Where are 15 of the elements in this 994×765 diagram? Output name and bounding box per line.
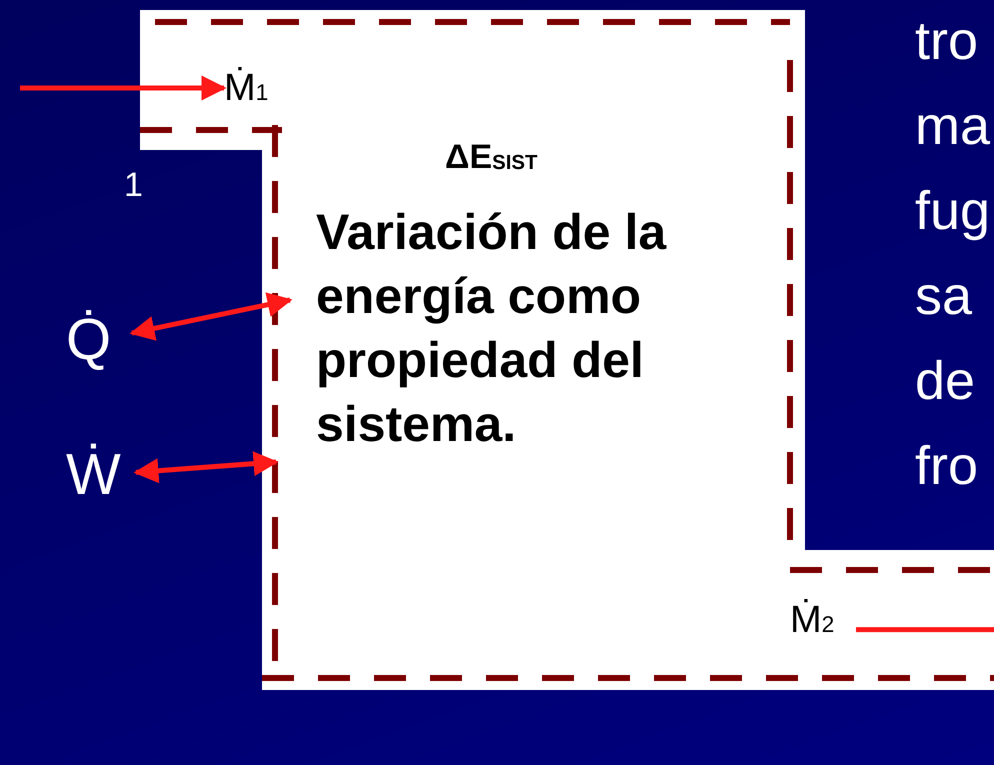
arrow xyxy=(130,292,292,341)
arrow xyxy=(134,451,278,484)
port-number: 1 xyxy=(124,166,143,205)
body-text-line: fug xyxy=(915,180,990,242)
body-text-line: de xyxy=(915,350,976,412)
flow-line xyxy=(856,627,994,632)
system-boundary xyxy=(140,10,994,690)
flow-symbol: Q̇ xyxy=(66,292,132,388)
body-text-line: tro xyxy=(915,10,978,72)
body-text-line: ma xyxy=(915,95,990,157)
body-text-line: sa xyxy=(915,265,972,327)
flow-symbol: Ẇ xyxy=(66,420,136,530)
description-text: Variación de la energía como propiedad del sistema. xyxy=(316,203,668,454)
body-text-line: fro xyxy=(915,435,978,497)
arrow xyxy=(20,76,226,100)
